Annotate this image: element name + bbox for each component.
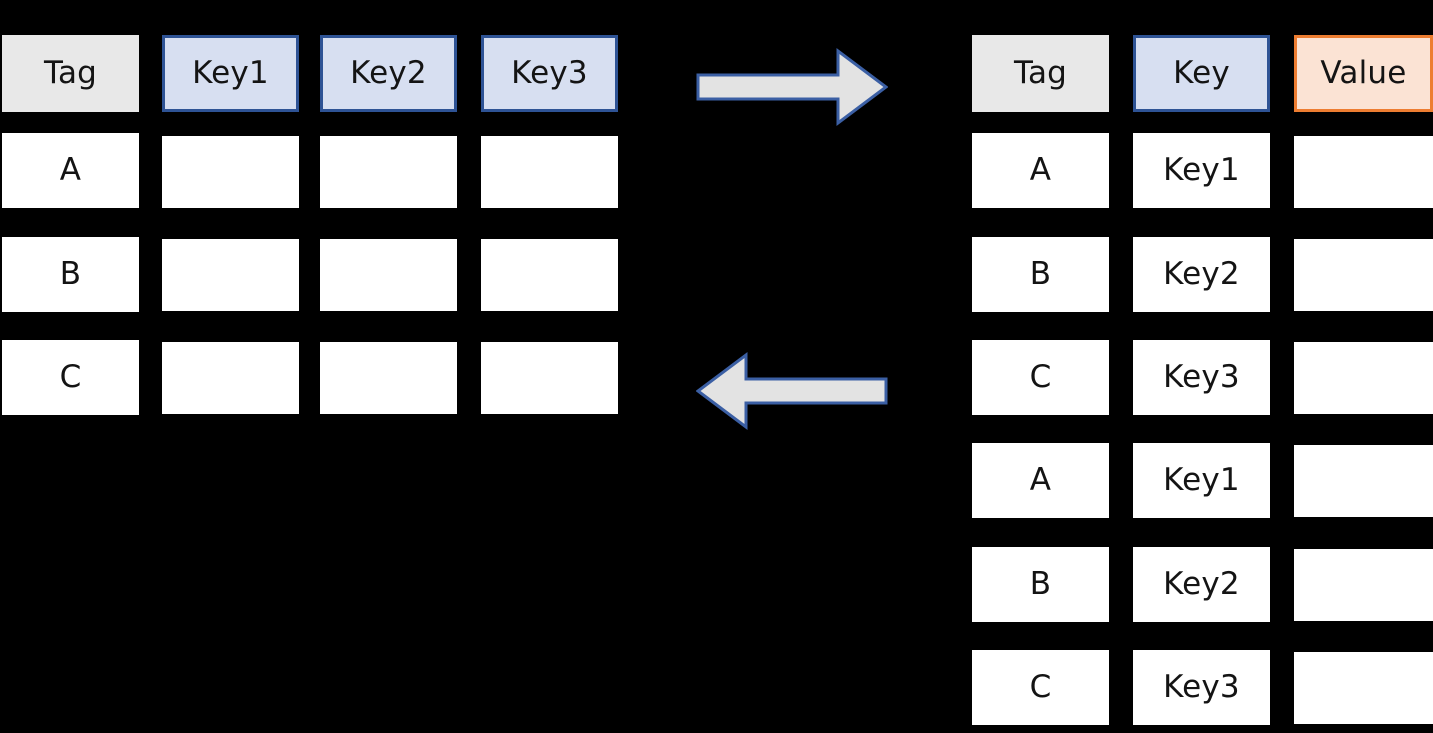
long-table-row: A — [972, 443, 1109, 518]
long-table-row — [1294, 445, 1433, 517]
long-table-row: Key3 — [1133, 340, 1270, 415]
arrow-left-icon — [696, 352, 888, 430]
long-table-header-key: Key — [1133, 35, 1270, 112]
long-table-row: A — [972, 133, 1109, 208]
long-table-row: Key1 — [1133, 443, 1270, 518]
long-table-row — [1294, 342, 1433, 414]
wide-table-row — [481, 342, 618, 414]
wide-table-row — [481, 136, 618, 208]
wide-table-row — [320, 239, 457, 311]
long-table-row: Key1 — [1133, 133, 1270, 208]
wide-table-header-key3: Key3 — [481, 35, 618, 112]
wide-table-row: C — [2, 340, 139, 415]
wide-table-row — [162, 239, 299, 311]
long-table-row — [1294, 136, 1433, 208]
long-table-row: B — [972, 237, 1109, 312]
wide-table-header-key2: Key2 — [320, 35, 457, 112]
wide-table-header-key1: Key1 — [162, 35, 299, 112]
long-table-row: Key2 — [1133, 237, 1270, 312]
long-table-row: Key3 — [1133, 650, 1270, 725]
long-table-row: C — [972, 650, 1109, 725]
long-table-row: C — [972, 340, 1109, 415]
long-table-row: B — [972, 547, 1109, 622]
long-table-row — [1294, 549, 1433, 621]
arrow-right-icon — [696, 48, 888, 126]
wide-table-header-tag: Tag — [2, 35, 139, 112]
long-table-row: Key2 — [1133, 547, 1270, 622]
long-table-header-value: Value — [1294, 35, 1433, 112]
long-table-header-tag: Tag — [972, 35, 1109, 112]
wide-table-row: B — [2, 237, 139, 312]
wide-table-row — [320, 136, 457, 208]
wide-table-row — [162, 342, 299, 414]
long-table-row — [1294, 652, 1433, 724]
long-table-row — [1294, 239, 1433, 311]
wide-table-row — [320, 342, 457, 414]
wide-table-row: A — [2, 133, 139, 208]
wide-table-row — [162, 136, 299, 208]
wide-table-row — [481, 239, 618, 311]
